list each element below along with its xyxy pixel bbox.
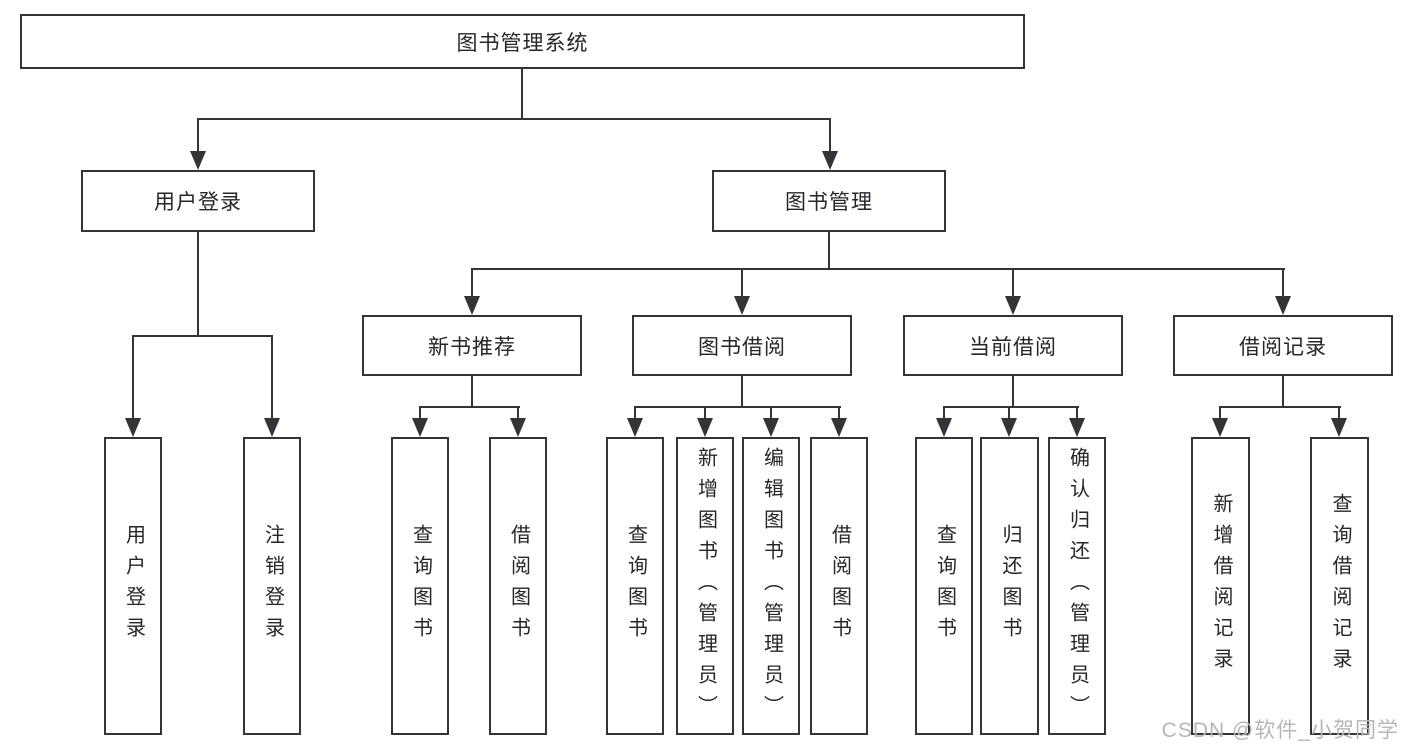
node-label: 当前借阅: [969, 335, 1057, 359]
node-label: 新增图书（管理员）: [694, 446, 717, 726]
connector-borrow-drop-4: [838, 406, 840, 420]
node-label: 查询图书: [409, 524, 432, 648]
arrow-down-icon: [1212, 418, 1228, 437]
arrow-down-icon: [831, 418, 847, 437]
arrow-down-icon: [1005, 296, 1021, 315]
node-label: 归还图书: [999, 524, 1021, 648]
connector-mgmt-drop-4: [1282, 268, 1284, 298]
node-label: 用户登录: [122, 524, 145, 648]
arrow-down-icon: [1001, 418, 1017, 437]
node-query-books-borrowing: 查询图书: [606, 437, 664, 735]
node-confirm-return-admin: 确认归还（管理员）: [1048, 437, 1106, 735]
connector-mgmt-drop-3: [1012, 268, 1014, 298]
arrow-down-icon: [464, 296, 480, 315]
node-borrow-books-recommend: 借阅图书: [489, 437, 547, 735]
connector-login-bar: [132, 335, 273, 337]
arrow-down-icon: [1275, 296, 1291, 315]
node-label: 确认归还（管理员）: [1066, 446, 1089, 726]
connector-recommend-stem: [471, 376, 473, 408]
arrow-down-icon: [125, 418, 141, 437]
connector-mgmt-bar: [471, 268, 1285, 270]
connector-recommend-drop-1: [419, 406, 421, 420]
connector-login-drop-2: [271, 335, 273, 420]
arrow-down-icon: [510, 418, 526, 437]
connector-root-stem: [521, 69, 523, 119]
arrow-down-icon: [264, 418, 280, 437]
arrow-down-icon: [763, 418, 779, 437]
connector-root-left-drop: [197, 118, 199, 152]
node-query-borrow-record: 查询借阅记录: [1310, 437, 1369, 735]
node-borrowing-records: 借阅记录: [1173, 315, 1393, 376]
node-logout: 注销登录: [243, 437, 301, 735]
node-label: 查询借阅记录: [1329, 493, 1351, 679]
node-label: 图书管理系统: [456, 31, 589, 55]
node-user-login-group: 用户登录: [81, 170, 315, 232]
connector-mgmt-drop-1: [471, 268, 473, 298]
node-add-borrow-record: 新增借阅记录: [1191, 437, 1250, 735]
connector-borrow-stem: [741, 376, 743, 408]
node-label: 用户登录: [154, 191, 242, 214]
arrow-down-icon: [1069, 418, 1085, 437]
node-borrow-books: 借阅图书: [810, 437, 868, 735]
node-label: 借阅图书: [507, 524, 530, 648]
arrow-down-icon: [822, 151, 838, 170]
connector-current-bar: [943, 406, 1079, 408]
node-current-borrowing: 当前借阅: [903, 315, 1123, 376]
connector-login-drop-1: [132, 335, 134, 420]
node-label: 新书推荐: [428, 335, 516, 359]
connector-records-stem: [1282, 376, 1284, 408]
connector-borrow-bar: [634, 406, 841, 408]
node-return-books: 归还图书: [980, 437, 1039, 735]
node-query-books-recommend: 查询图书: [391, 437, 449, 735]
arrow-down-icon: [627, 418, 643, 437]
connector-borrow-drop-1: [634, 406, 636, 420]
connector-root-bar: [197, 118, 831, 120]
connector-recommend-bar: [419, 406, 520, 408]
node-label: 注销登录: [261, 524, 284, 648]
connector-recommend-drop-2: [517, 406, 519, 420]
arrow-down-icon: [190, 151, 206, 170]
connector-root-right-drop: [829, 118, 831, 152]
connector-mgmt-stem: [828, 232, 830, 270]
connector-current-stem: [1012, 376, 1014, 408]
node-library-management-system: 图书管理系统: [20, 14, 1025, 69]
connector-mgmt-drop-2: [741, 268, 743, 298]
node-user-login: 用户登录: [104, 437, 162, 735]
arrow-down-icon: [412, 418, 428, 437]
arrow-down-icon: [697, 418, 713, 437]
arrow-down-icon: [734, 296, 750, 315]
node-label: 查询图书: [624, 524, 647, 648]
connector-login-stem: [197, 232, 199, 337]
node-label: 借阅记录: [1239, 335, 1327, 359]
node-label: 编辑图书（管理员）: [760, 446, 783, 726]
node-book-borrowing: 图书借阅: [632, 315, 852, 376]
connector-records-bar: [1219, 406, 1341, 408]
node-add-book-admin: 新增图书（管理员）: [676, 437, 734, 735]
node-label: 图书管理: [785, 191, 873, 214]
connector-borrow-drop-3: [770, 406, 772, 420]
connector-current-drop-3: [1076, 406, 1078, 420]
arrow-down-icon: [1331, 418, 1347, 437]
node-query-books-current: 查询图书: [915, 437, 973, 735]
connector-borrow-drop-2: [704, 406, 706, 420]
connector-records-drop-2: [1338, 406, 1340, 420]
connector-current-drop-1: [943, 406, 945, 420]
csdn-watermark: CSDN @软件_小贺同学: [1161, 719, 1399, 742]
node-label: 图书借阅: [698, 335, 786, 359]
node-new-book-recommend: 新书推荐: [362, 315, 582, 376]
node-label: 查询图书: [933, 524, 956, 648]
node-book-management: 图书管理: [712, 170, 946, 232]
connector-current-drop-2: [1008, 406, 1010, 420]
arrow-down-icon: [936, 418, 952, 437]
node-label: 新增借阅记录: [1210, 493, 1232, 679]
connector-records-drop-1: [1219, 406, 1221, 420]
node-label: 借阅图书: [828, 524, 851, 648]
node-edit-book-admin: 编辑图书（管理员）: [742, 437, 800, 735]
